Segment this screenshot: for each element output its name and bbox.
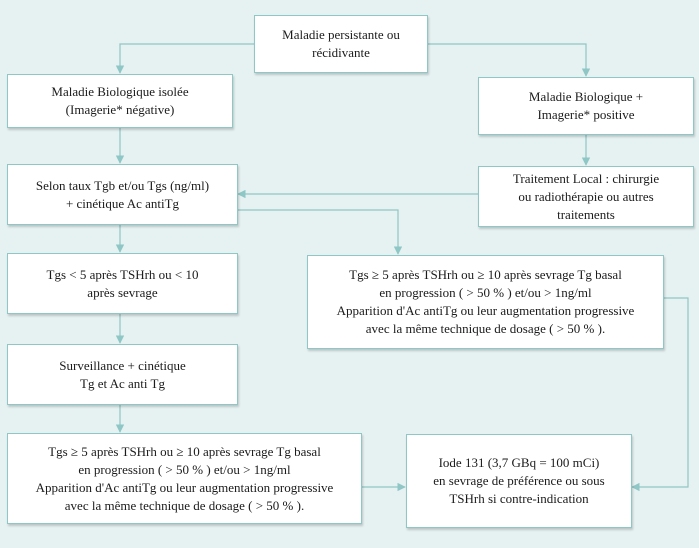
arrow-b1-to-b3 <box>428 43 591 77</box>
box-tgs-superieur-gauche: Tgs ≥ 5 après TSHrh ou ≥ 10 après sevrag… <box>7 433 362 524</box>
box-tgs-superieur-droite: Tgs ≥ 5 après TSHrh ou ≥ 10 après sevrag… <box>307 255 664 349</box>
arrow-b1-to-b2 <box>115 43 254 74</box>
arrow-b4-to-b7 <box>238 209 403 255</box>
box-maladie-biologique-imagerie-positive: Maladie Biologique +Imagerie* positive <box>478 77 694 135</box>
box-iode-131: Iode 131 (3,7 GBq = 100 mCi)en sevrage d… <box>406 434 632 528</box>
box-maladie-biologique-isolee: Maladie Biologique isolée(Imagerie* néga… <box>7 74 233 128</box>
box-selon-taux-tgb: Selon taux Tgb et/ou Tgs (ng/ml)+ cinéti… <box>7 164 238 225</box>
